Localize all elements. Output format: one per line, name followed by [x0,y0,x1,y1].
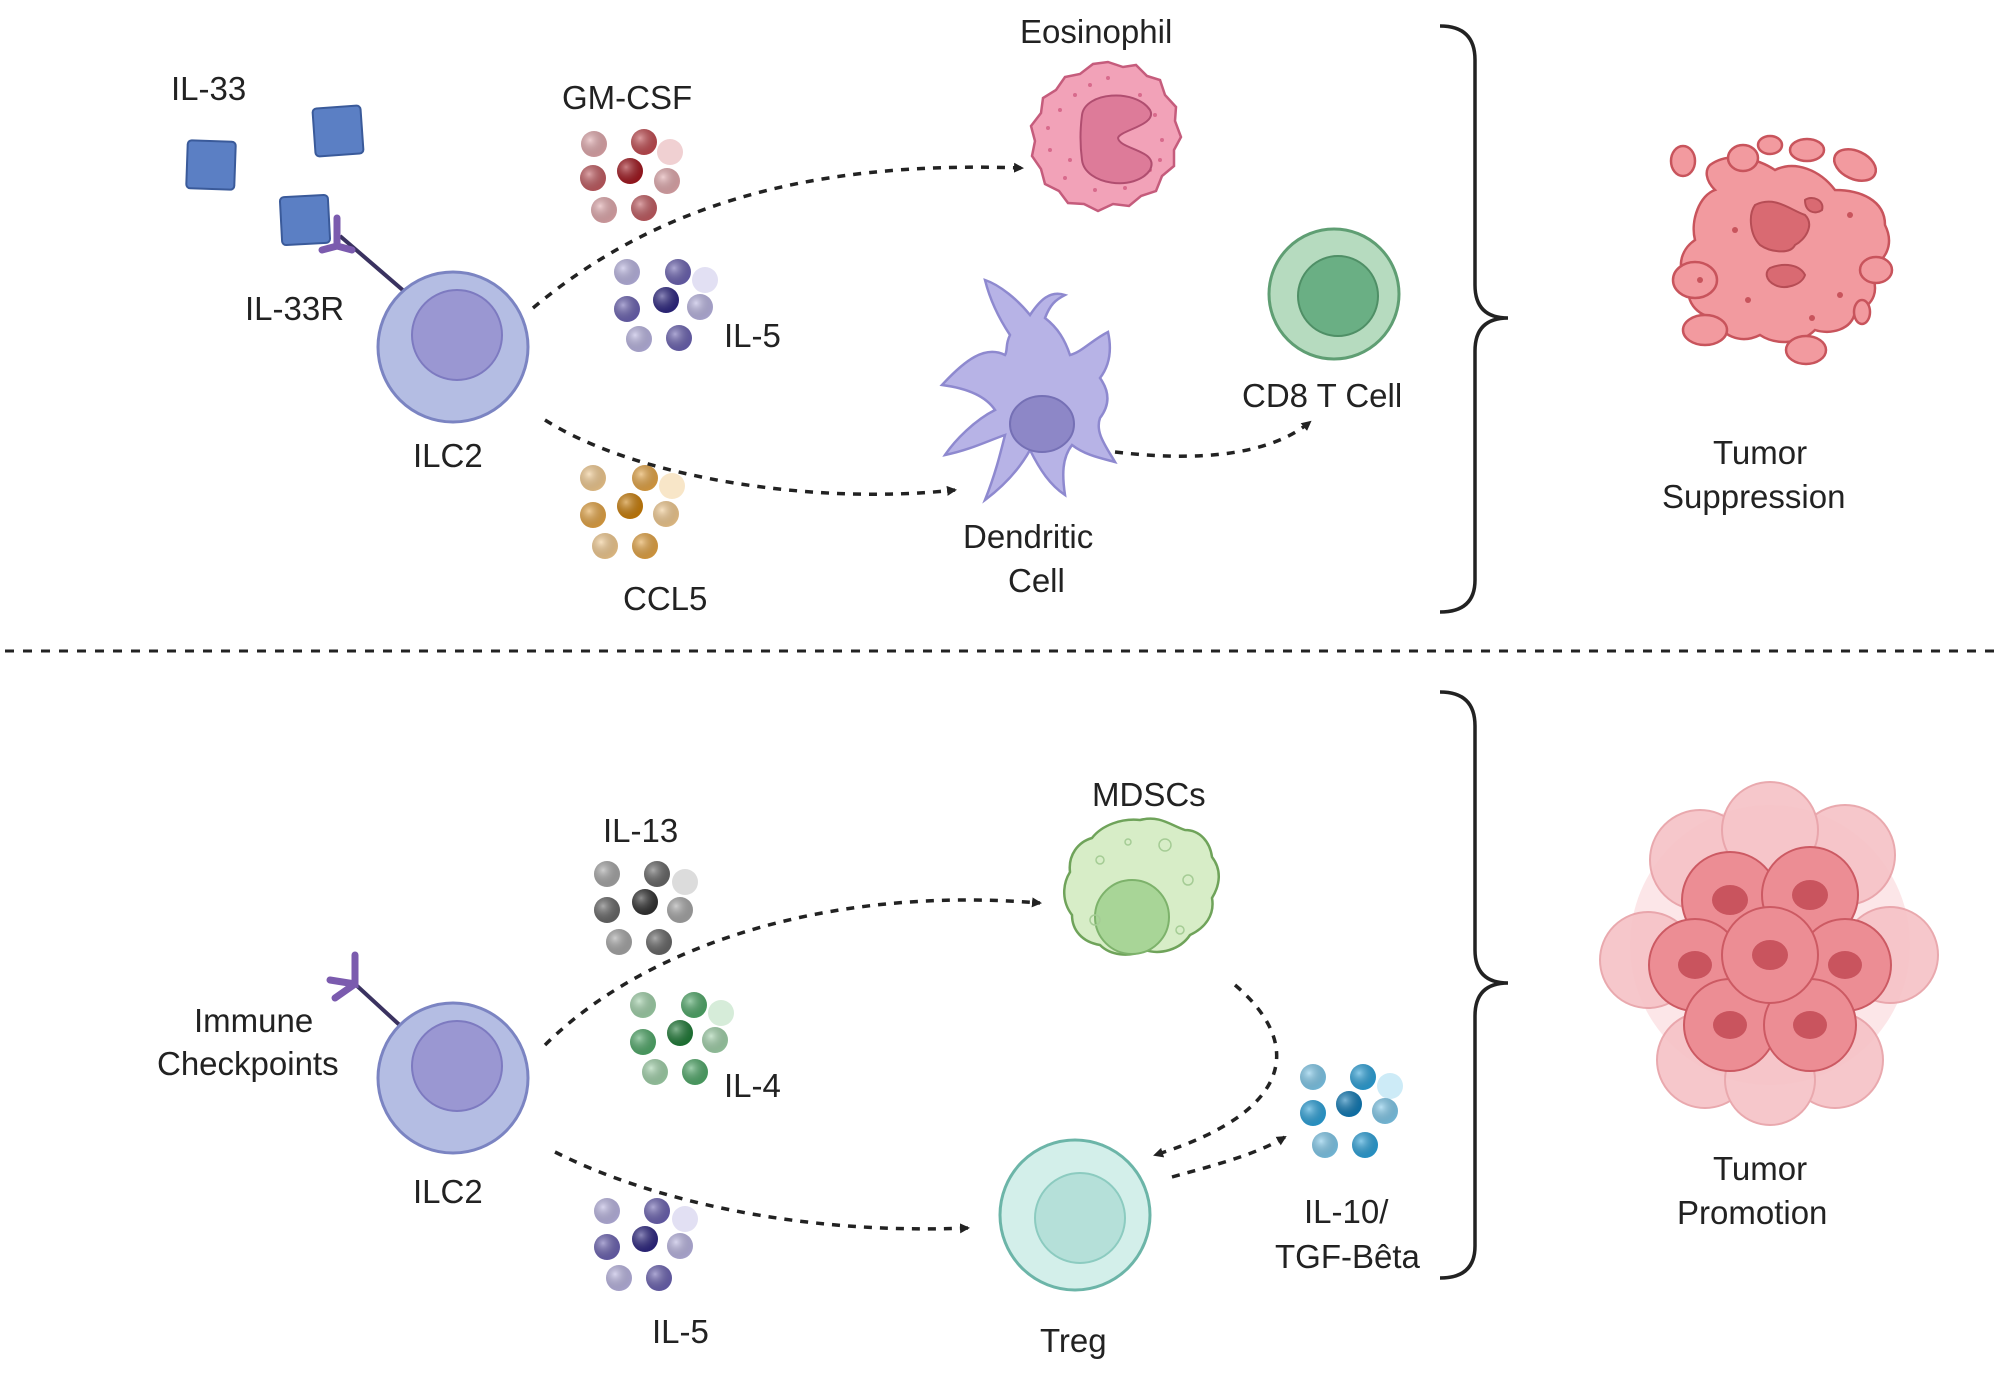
bottom-panel: Immune Checkpoints ILC2 IL-13 [157,690,1939,1359]
brace-top [1439,24,1509,614]
cd8-t-cell [1267,227,1401,361]
mdsc-label: MDSCs [1092,776,1206,813]
il33-square [278,193,332,247]
eosinophil-cell [1029,60,1183,213]
il33-square [185,139,237,191]
arrow-ilc2-to-eosinophil [531,162,1024,310]
dendritic-label-line1: Dendritic [963,518,1093,555]
ccl5-label: CCL5 [623,580,707,617]
cd8-label: CD8 T Cell [1242,377,1402,414]
tumor-suppression-line1: Tumor [1713,434,1807,471]
ccl5-cluster [580,465,685,559]
ilc2-cell-top [376,270,530,424]
gmcsf-cluster [580,129,683,223]
dendritic-label-line2: Cell [1008,562,1065,599]
tumor-promotion-line2: Promotion [1677,1194,1827,1231]
dendritic-cell [939,278,1118,504]
checkpoint-receptor [326,951,407,1032]
il13-label: IL-13 [603,812,678,849]
il4-cluster [630,992,734,1085]
il33-receptor [318,214,407,294]
arrow-dendritic-to-cd8 [1114,420,1312,458]
tumor-suppression-icon [1669,134,1894,366]
eosinophil-label: Eosinophil [1020,13,1172,50]
tumor-promotion-icon [1599,781,1939,1126]
il4-label: IL-4 [724,1067,781,1104]
checkpoint-label-line1: Immune [194,1002,313,1039]
gmcsf-label: GM-CSF [562,79,692,116]
tumor-promotion-line1: Tumor [1713,1150,1807,1187]
il5-cluster-bottom [594,1198,698,1291]
arrow-mdsc-to-treg [1153,983,1279,1158]
il5-label-bottom: IL-5 [652,1313,709,1350]
treg-label: Treg [1040,1322,1107,1359]
il33-label: IL-33 [171,70,246,107]
arrow-ilc2-to-treg [554,1150,970,1234]
il5-label-top: IL-5 [724,317,781,354]
treg-cell [998,1138,1152,1292]
il13-cluster [594,861,698,955]
mdsc-cell [1063,817,1220,956]
il10-label-line2: TGF-Bêta [1275,1238,1421,1275]
checkpoint-label-line2: Checkpoints [157,1045,339,1082]
arrow-ilc2-to-mdsc [543,897,1042,1047]
il5-cluster-top [614,259,718,352]
tumor-suppression-line2: Suppression [1662,478,1845,515]
ilc2-label-bottom: ILC2 [413,1173,483,1210]
ilc2-cell-bottom [376,1001,530,1155]
il33-square [311,104,365,158]
il10-label-line1: IL-10/ [1304,1193,1389,1230]
brace-bottom [1439,690,1509,1280]
il10-tgf-cluster [1300,1064,1403,1158]
arrow-ilc2-to-dendritic [544,418,957,497]
top-panel: IL-33 IL-33R ILC2 GM-CSF [171,13,1894,617]
il33r-label: IL-33R [245,290,344,327]
ilc2-label-top: ILC2 [413,437,483,474]
